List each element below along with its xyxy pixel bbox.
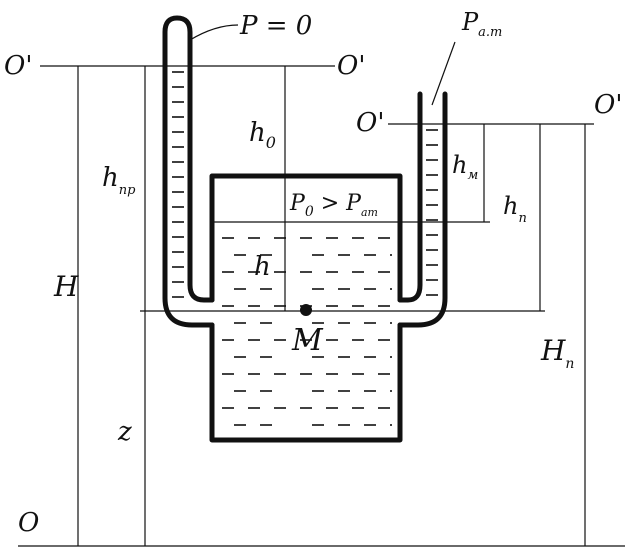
label-P-atm: Pa.т <box>461 8 502 40</box>
leader-P-zero <box>189 24 239 41</box>
label-z: z <box>117 417 132 447</box>
vessel-closed-top <box>209 173 403 303</box>
label-hm: hм <box>452 151 478 183</box>
right-tube-inner <box>397 91 423 303</box>
leader-P-atm <box>431 41 456 106</box>
left-tube-outer <box>162 15 215 328</box>
label-P-zero: P = 0 <box>239 11 312 41</box>
label-O-prime-right-a: O' <box>356 108 384 138</box>
right-tube <box>397 91 448 328</box>
label-H: H <box>53 270 79 303</box>
label-h: h <box>254 252 271 282</box>
label-O-prime-right-b: O' <box>594 90 622 120</box>
label-hp: hп <box>503 192 527 226</box>
label-P0: P0 > Pат <box>289 191 378 220</box>
label-h0: h0 <box>249 118 276 152</box>
vessel-lower <box>209 322 403 443</box>
liquid-fill <box>172 71 438 426</box>
point-M <box>300 304 312 316</box>
label-Hp: Hп <box>540 334 574 372</box>
label-O-prime-mid: O' <box>337 51 365 81</box>
label-hpr: hпр <box>102 163 136 198</box>
label-M: M <box>291 323 324 358</box>
label-O-prime-left: O' <box>4 51 32 81</box>
label-O-base: O <box>18 508 39 538</box>
